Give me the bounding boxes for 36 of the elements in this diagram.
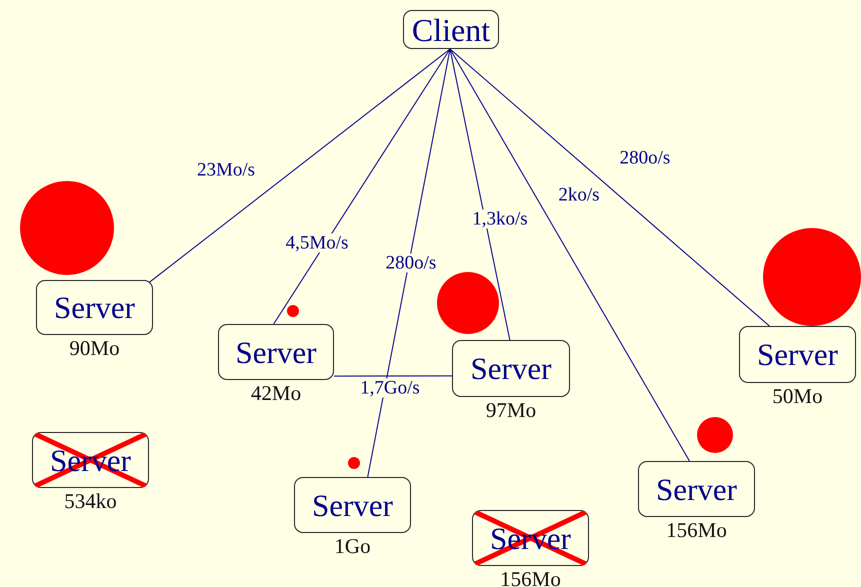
node-label: Server xyxy=(312,490,393,520)
connector-line xyxy=(450,48,770,326)
server-box xyxy=(452,340,570,397)
server-box xyxy=(294,477,411,533)
connector-line xyxy=(367,48,451,478)
edge-label: 4,5Mo/s xyxy=(284,234,350,252)
connector-line xyxy=(273,48,451,324)
node-label: Server xyxy=(757,339,838,370)
size-caption: 50Mo xyxy=(772,386,823,407)
node-label: Server xyxy=(54,292,135,323)
status-dot xyxy=(287,305,299,317)
server-box xyxy=(638,461,755,517)
status-dot xyxy=(348,457,360,469)
size-caption: 1Go xyxy=(334,536,371,557)
node-label: Server xyxy=(656,474,737,504)
server-box xyxy=(403,10,499,49)
edge-label: 1,7Go/s xyxy=(359,378,421,398)
node-label: Server xyxy=(470,353,552,384)
server-box xyxy=(739,326,856,383)
size-caption: 42Mo xyxy=(250,383,302,404)
server-box xyxy=(218,324,334,380)
size-caption: 534ko xyxy=(64,491,117,512)
size-caption: 156Mo xyxy=(500,569,561,587)
connector-line xyxy=(450,48,690,462)
connector-line xyxy=(450,48,510,340)
size-caption: 90Mo xyxy=(69,338,120,359)
connector-line xyxy=(334,375,452,377)
server-box xyxy=(36,280,153,335)
status-dot xyxy=(697,417,733,453)
edge-label: 280o/s xyxy=(384,254,438,272)
connector-line xyxy=(149,48,451,283)
node-label: Client xyxy=(412,14,490,46)
size-caption: 156Mo xyxy=(666,520,727,541)
node-label: Server xyxy=(236,336,316,368)
edge-label: 1,3ko/s xyxy=(471,210,529,228)
size-caption: 97Mo xyxy=(486,400,536,421)
